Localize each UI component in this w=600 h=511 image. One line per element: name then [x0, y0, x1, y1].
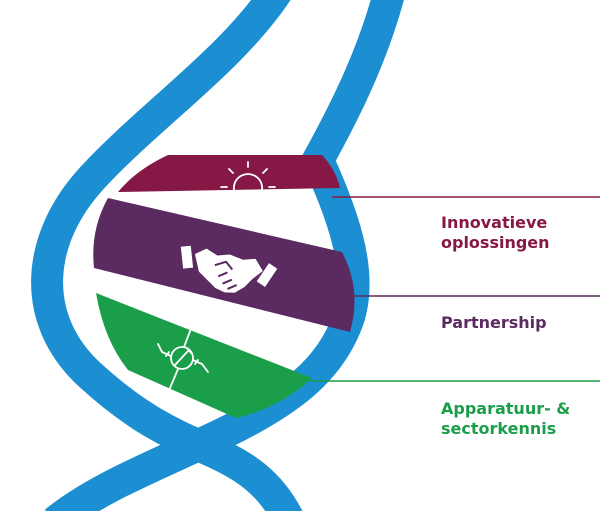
helix-strand-left [31, 0, 303, 511]
label-innovation-line-1: Innovatieve [441, 213, 548, 232]
label-equipment-line-1: Apparatuur- & [441, 399, 571, 418]
label-innovation-line-2: oplossingen [441, 233, 550, 252]
label-partnership-line-1: Partnership [441, 313, 547, 332]
compass-gear-icon [157, 325, 209, 389]
lightbulb-icon [220, 161, 276, 217]
label-equipment-line-2: sectorkennis [441, 419, 557, 438]
label-partnership: Partnership [441, 313, 547, 333]
rung-equipment [96, 293, 312, 418]
leader-lines [302, 196, 600, 382]
label-innovation: Innovatieve oplossingen [441, 213, 550, 253]
label-equipment: Apparatuur- & sectorkennis [441, 399, 570, 439]
rung-innovation [118, 155, 340, 192]
handshake-icon [180, 245, 278, 293]
